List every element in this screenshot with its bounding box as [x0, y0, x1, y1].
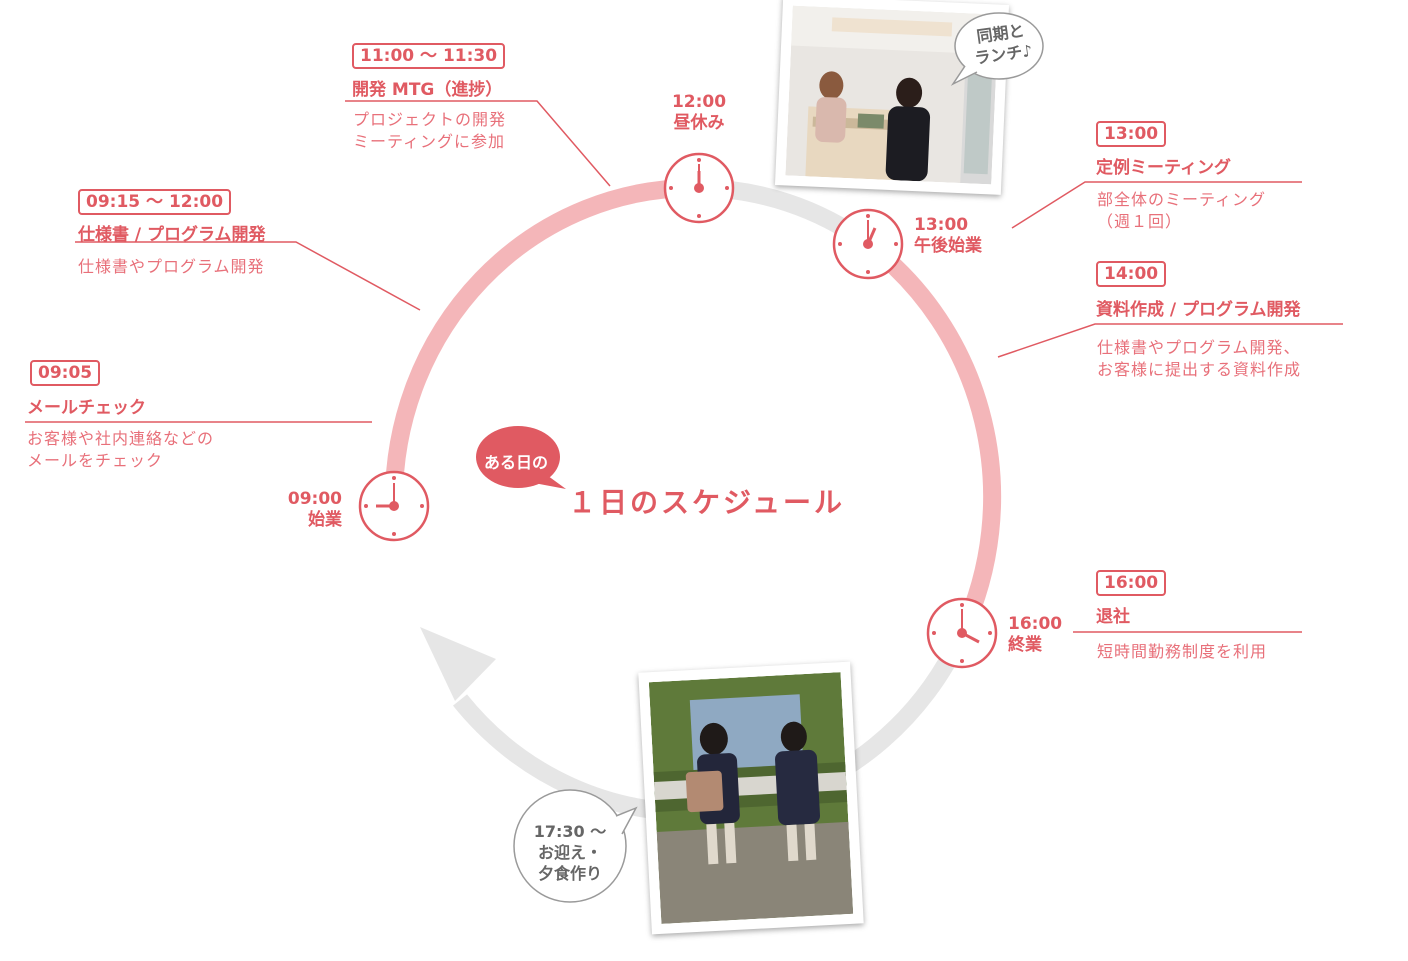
clock-icon-0900 [358, 470, 430, 542]
entry-desc-1400: 仕様書やプログラム開発、 お客様に提出する資料作成 [1097, 338, 1302, 379]
clock-time: 09:00 [287, 489, 342, 509]
entry-desc-0915: 仕様書やプログラム開発 [78, 257, 265, 276]
connector-0915 [75, 241, 421, 311]
clock-time: 13:00 [914, 215, 969, 235]
clock-icon-1600 [926, 597, 998, 669]
badge-bubble-icon [476, 426, 566, 489]
clock-caption: 終業 [1008, 635, 1042, 655]
connector-1300 [1011, 181, 1302, 229]
clock-caption: 始業 [308, 510, 342, 530]
ring-arc-afternoon [862, 236, 1002, 637]
connector-1100 [345, 100, 611, 187]
entry-time-1300: 13:00 [1096, 121, 1167, 147]
entry-desc-1300: 部全体のミーティング （週１回） [1097, 190, 1267, 231]
entry-title-1600: 退社 [1096, 607, 1130, 627]
clock-caption: 昼休み [673, 113, 725, 133]
connector-1400 [997, 323, 1343, 358]
entry-desc-1100: プロジェクトの開発 ミーティングに参加 [353, 110, 507, 151]
clock-icon-1200 [663, 152, 735, 224]
lunch-photo-image [785, 5, 999, 185]
entry-title-1400: 資料作成 / プログラム開発 [1096, 300, 1301, 320]
entry-time-0915: 09:15 〜 12:00 [78, 189, 232, 215]
clock-label-1300: 13:00 午後始業 [914, 215, 982, 257]
ring-arc-morning [384, 178, 700, 507]
entry-time-1100: 11:00 〜 11:30 [352, 43, 506, 69]
entry-desc-0905: お客様や社内連絡などの メールをチェック [27, 429, 215, 470]
evening-bubble-text: 17:30 〜 お迎え・ 夕食作り [533, 822, 607, 883]
clock-time: 16:00 [1008, 614, 1063, 634]
entry-time-1400: 14:00 [1096, 261, 1167, 287]
center-title: １日のスケジュール [568, 486, 846, 519]
ring-arrow-head [420, 627, 496, 701]
clock-caption: 午後始業 [914, 236, 982, 256]
entry-title-0905: メールチェック [27, 398, 146, 418]
entry-desc-1600: 短時間勤務制度を利用 [1097, 642, 1268, 661]
lunch-photo [774, 0, 1010, 195]
evening-photo-image [648, 672, 854, 924]
clock-label-1200: 12:00 昼休み [660, 92, 738, 134]
clock-time: 12:00 [671, 92, 727, 112]
entry-time-0905: 09:05 [30, 360, 101, 386]
center-badge: ある日の [484, 453, 549, 472]
entry-title-1100: 開発 MTG（進捗） [352, 80, 503, 100]
evening-photo [638, 661, 864, 935]
clock-icon-1300 [832, 208, 904, 280]
clock-label-0900: 09:00 始業 [286, 489, 342, 531]
entry-title-0915: 仕様書 / プログラム開発 [78, 225, 266, 245]
entry-time-1600: 16:00 [1096, 570, 1167, 596]
entry-title-1300: 定例ミーティング [1096, 158, 1231, 178]
lunch-bubble-icon [950, 12, 1044, 86]
clock-label-1600: 16:00 終業 [1008, 614, 1062, 656]
evening-bubble-icon [513, 789, 638, 903]
